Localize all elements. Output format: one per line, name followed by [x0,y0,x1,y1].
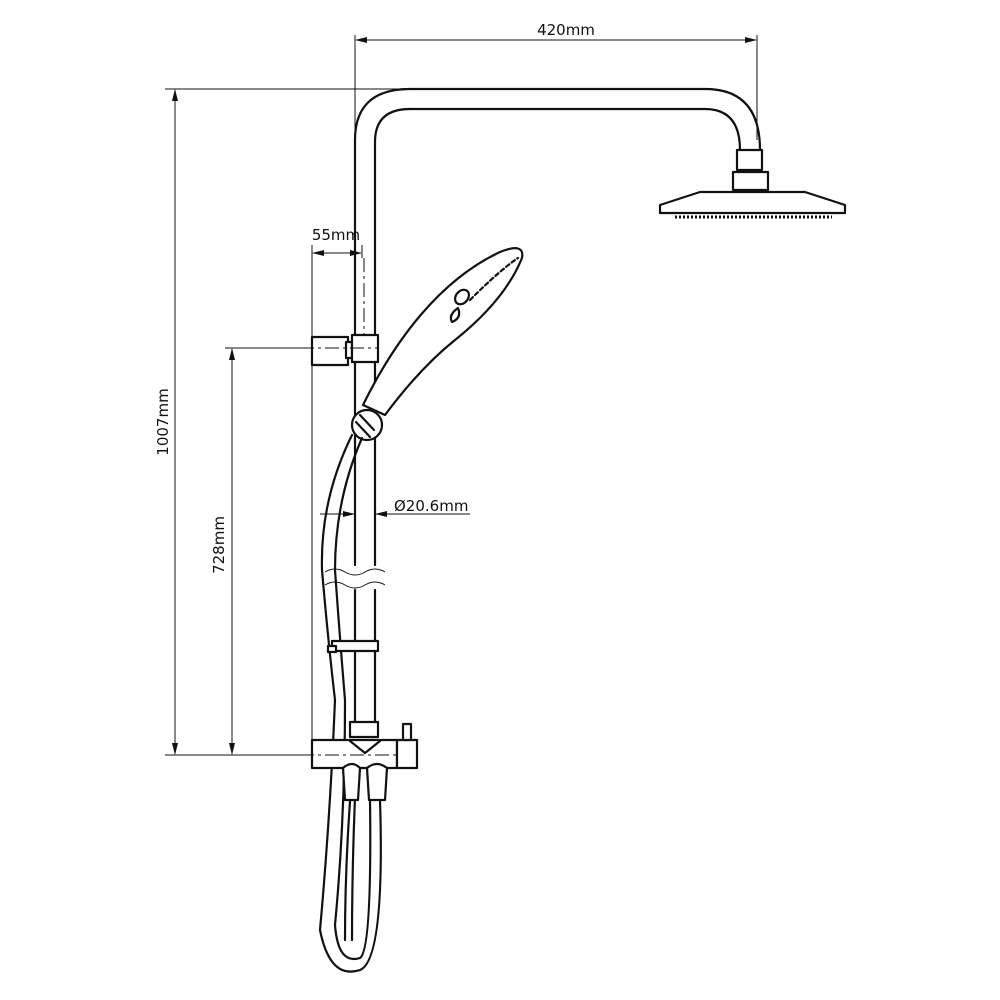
dimension-1007: 1007mm [154,88,410,756]
dimension-label-420: 420mm [537,21,595,39]
hose [318,433,382,973]
dimension-55: 55mm [311,226,365,765]
dimension-728: 728mm [210,347,312,755]
wall-bracket [300,333,380,367]
break-mark [324,568,386,589]
riser-pipe [324,87,762,732]
hose-clamp [326,639,380,654]
dimension-420: 420mm [354,21,758,140]
dimension-label-55: 55mm [312,226,360,244]
dimension-label-728: 728mm [210,516,228,574]
hand-shower [350,247,524,442]
overhead-shower-head [658,148,847,219]
diverter-valve [300,720,419,802]
dimension-label-diameter: Ø20.6mm [394,497,468,515]
dimension-label-1007: 1007mm [154,388,172,455]
